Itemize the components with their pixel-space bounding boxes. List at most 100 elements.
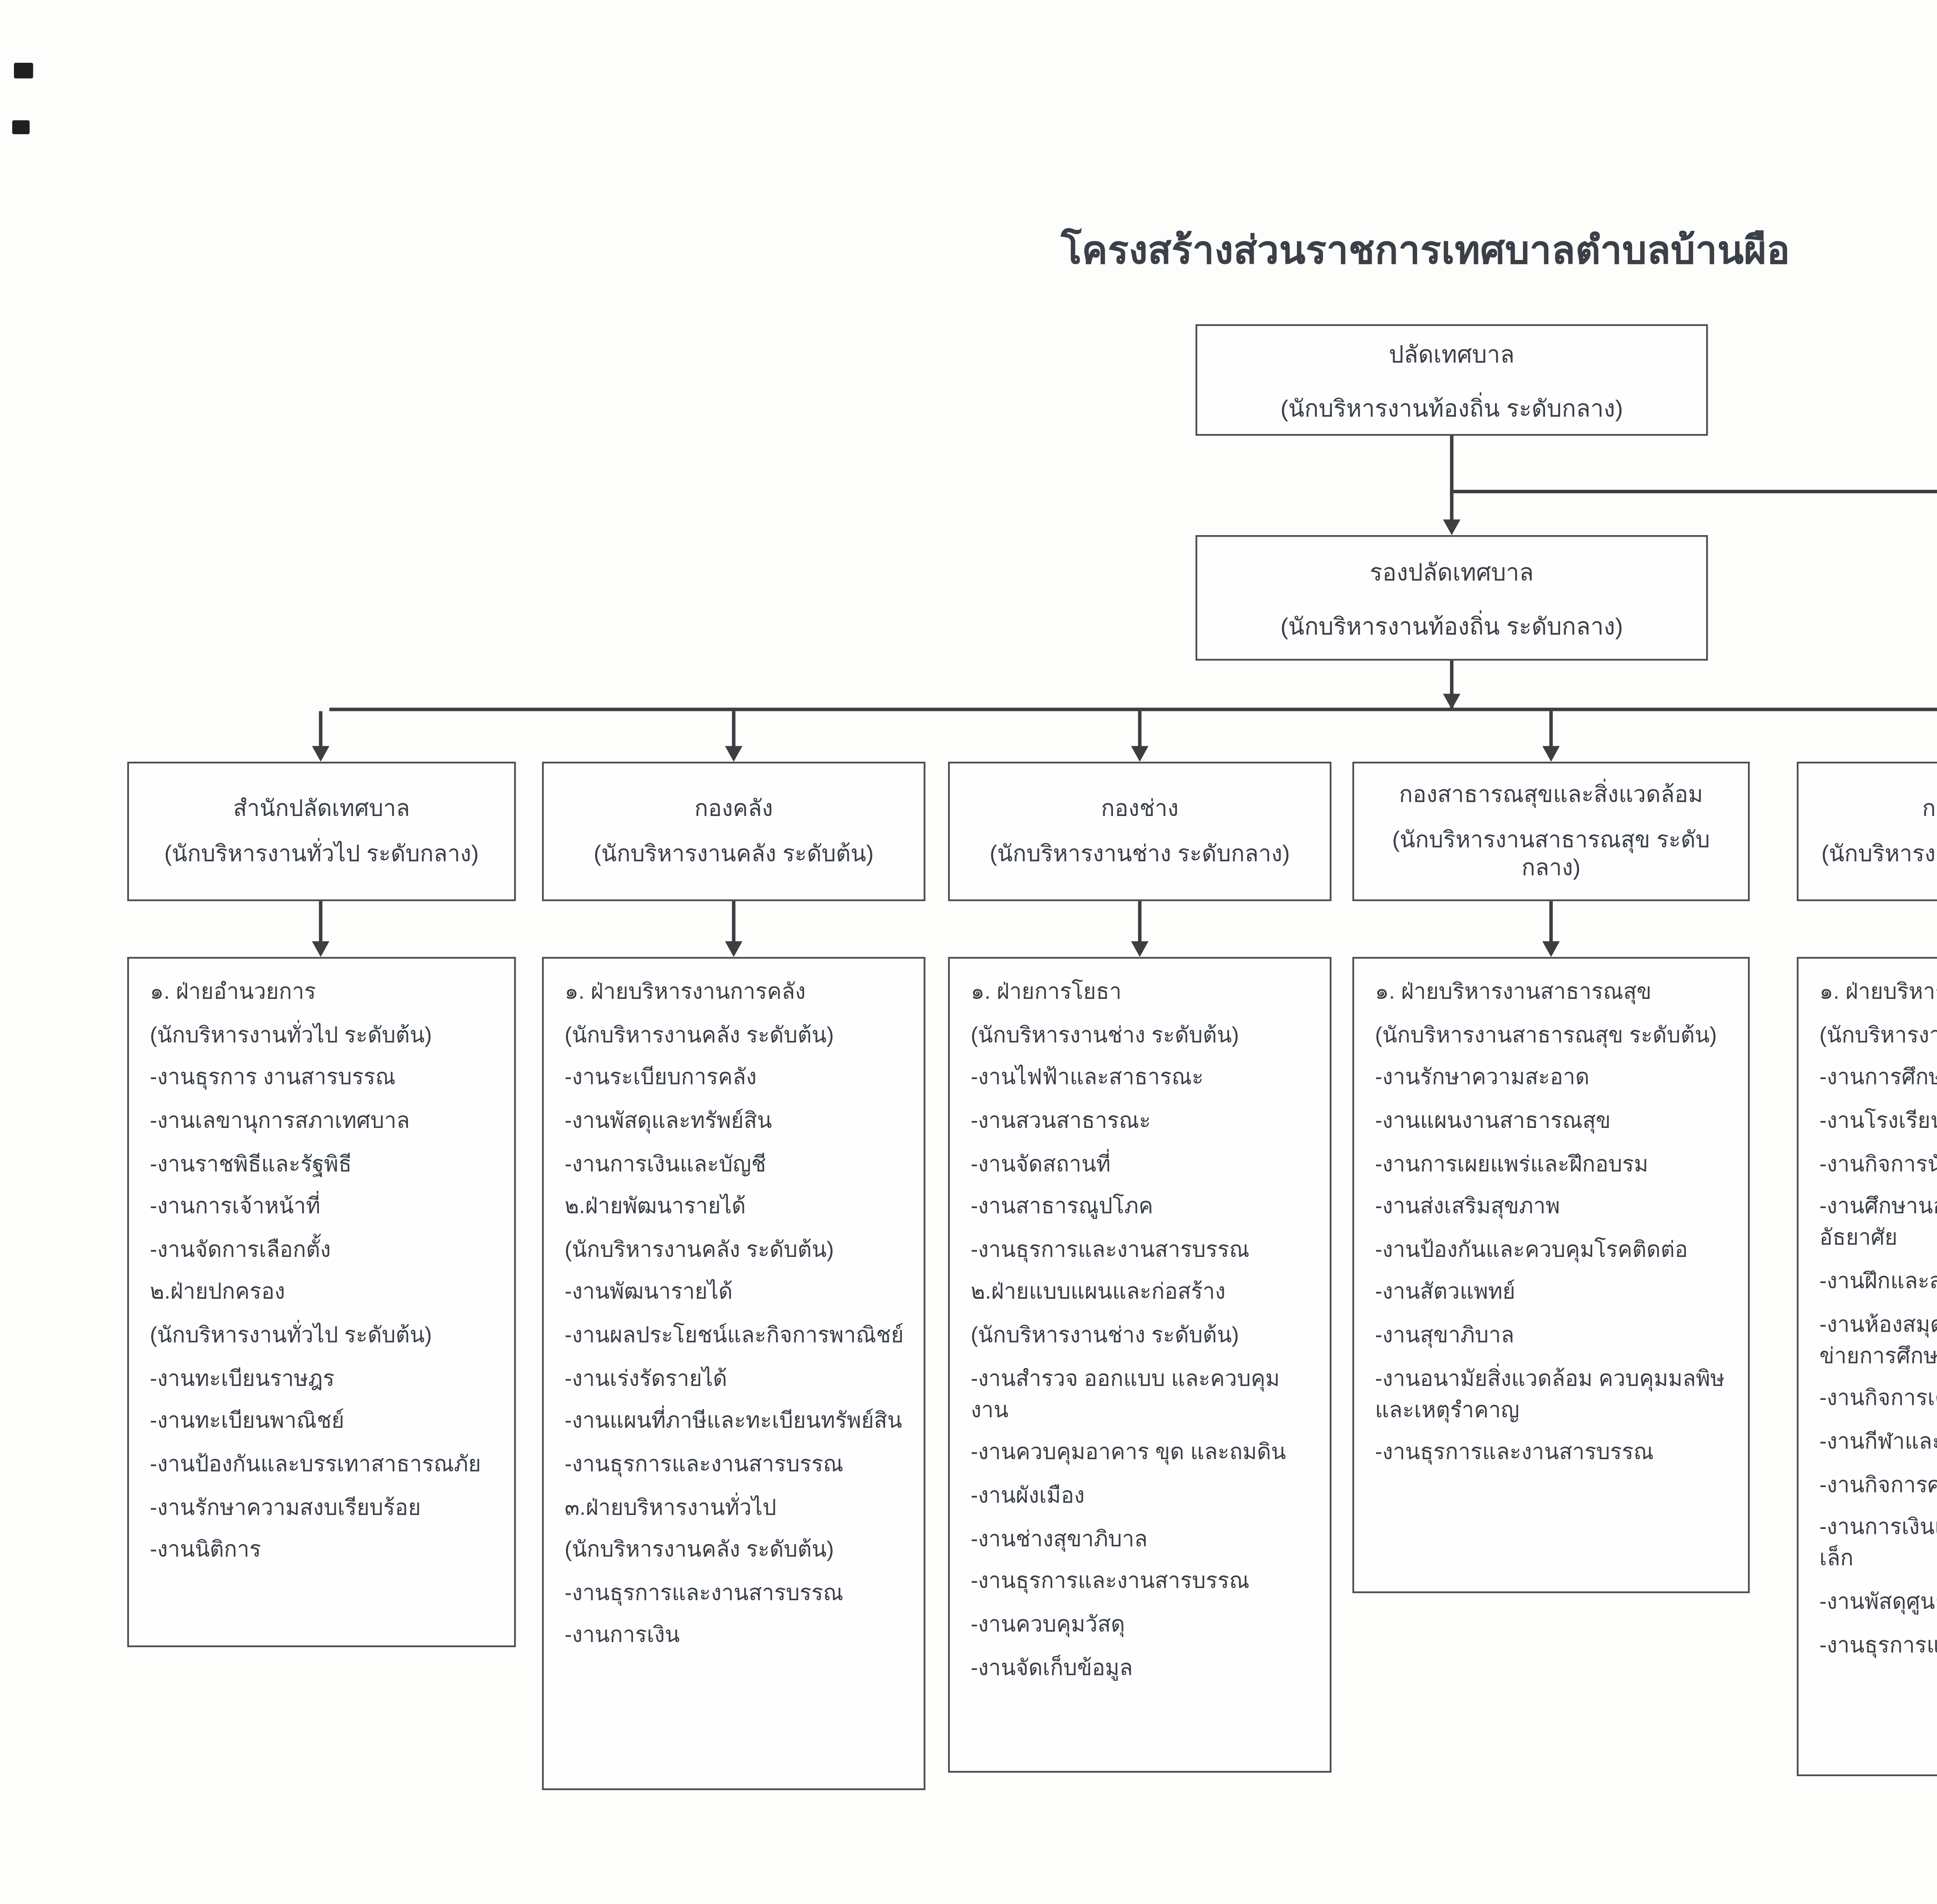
- arrowhead-down-icon: [312, 746, 330, 762]
- work-item: ๑. ฝ่ายบริหารงานการคลัง: [564, 980, 806, 1004]
- work-item: -งานป้องกันและบรรเทาสาธารณภัย: [150, 1451, 481, 1476]
- distribution-bar: [329, 708, 1937, 711]
- work-item: -งานพัฒนารายได้: [564, 1280, 733, 1305]
- work-item: ๑. ฝ่ายอำนวยการ: [150, 980, 316, 1004]
- work-item: -งานธุรการและงานสารบรรณ: [970, 1237, 1250, 1262]
- work-item: -งานราชพิธีและรัฐพิธี: [150, 1151, 352, 1176]
- work-item: -งานสวนสาธารณะ: [970, 1108, 1151, 1133]
- arrowhead-down-icon: [1131, 746, 1149, 762]
- arrowhead-down-icon: [1443, 519, 1460, 535]
- connector-bar-dept-3: [1138, 711, 1142, 750]
- connector-bar-dept-1: [319, 711, 323, 750]
- work-item: (นักบริหารงานทั่วไป ระดับต้น): [150, 1323, 432, 1348]
- dept-name: กองการศึกษา: [1922, 794, 1937, 821]
- work-item: -งานศึกษานอกระบบและตามอัธยาศัย: [1819, 1194, 1937, 1250]
- work-item: -งานธุรการ งานสารบรรณ: [150, 1065, 396, 1090]
- connector-dept3-detail: [1138, 901, 1142, 943]
- node-position: (นักบริหารงานท้องถิ่น ระดับกลาง): [1280, 613, 1623, 639]
- work-item: -งานสำรวจ ออกแบบ และควบคุมงาน: [970, 1366, 1280, 1422]
- work-item: -งานช่างสุขาภิบาล: [970, 1526, 1148, 1551]
- detail-education-division: ๑. ฝ่ายบริหารการศึกษา (นักบริหารงานการศึก…: [1797, 957, 1937, 1777]
- work-item: -งานจัดเก็บข้อมูล: [970, 1655, 1133, 1680]
- work-item: -งานการเงิน: [564, 1623, 680, 1648]
- work-item: -งานฝึกและส่งเสริมอาชีพ: [1819, 1269, 1937, 1293]
- connector-clerk-internal-audit: [1450, 490, 1937, 494]
- arrowhead-down-icon: [725, 746, 743, 762]
- connector-clerk-deputy: [1450, 436, 1454, 523]
- work-item: -งานพัสดุและทรัพย์สิน: [564, 1108, 772, 1133]
- work-item: -งานรักษาความสะอาด: [1375, 1065, 1590, 1090]
- work-item: -งานกิจการนักเรียน: [1819, 1151, 1937, 1176]
- work-item: -งานธุรการและงานสารบรรณ: [970, 1569, 1250, 1594]
- work-item: -งานผังเมือง: [970, 1483, 1085, 1508]
- node-name: ปลัดเทศบาล: [1389, 341, 1515, 367]
- dept-position: (นักบริหารงานสาธารณสุข ระดับกลาง): [1392, 826, 1710, 881]
- node-position: (นักบริหารงานท้องถิ่น ระดับกลาง): [1280, 394, 1623, 421]
- arrowhead-down-icon: [312, 941, 330, 957]
- node-name: รองปลัดเทศบาล: [1369, 558, 1534, 585]
- work-item: -งานทะเบียนราษฎร: [150, 1366, 335, 1391]
- work-item: -งานสาธารณูปโภค: [970, 1194, 1153, 1219]
- work-item: -งานธุรการและงานสารบรรณ: [564, 1580, 843, 1605]
- work-item: -งานสัตวแพทย์: [1375, 1280, 1516, 1305]
- work-item: -งานจัดการเลือกตั้ง: [150, 1237, 331, 1262]
- work-item: -งานกีฬาและนันทนาการ: [1819, 1429, 1937, 1454]
- dept-position: (นักบริหารงานการศึกษา ระดับต้น): [1821, 840, 1937, 866]
- work-item: ๑. ฝ่ายบริหารการศึกษา: [1819, 980, 1937, 1004]
- work-item: (นักบริหารงานคลัง ระดับต้น): [564, 1237, 834, 1262]
- arrowhead-down-icon: [1131, 941, 1149, 957]
- work-item: -งานการเผยแพร่และฝึกอบรม: [1375, 1151, 1648, 1176]
- dept-position: (นักบริหารงานทั่วไป ระดับกลาง): [164, 840, 479, 866]
- work-item: -งานสุขาภิบาล: [1375, 1323, 1514, 1348]
- work-item: -งานป้องกันและควบคุมโรคติดต่อ: [1375, 1237, 1688, 1262]
- work-item: (นักบริหารงานสาธารณสุข ระดับต้น): [1375, 1022, 1717, 1047]
- scan-artifact: [12, 120, 30, 134]
- work-item: (นักบริหารงานคลัง ระดับต้น): [564, 1022, 834, 1047]
- work-item: -งานผลประโยชน์และกิจการพาณิชย์: [564, 1323, 904, 1348]
- arrowhead-down-icon: [1542, 746, 1560, 762]
- work-item: -งานกิจการเด็กและเยาวชน: [1819, 1386, 1937, 1411]
- connector-deputy-bar: [1450, 660, 1454, 709]
- dept-education-division: กองการศึกษา (นักบริหารงานการศึกษา ระดับต…: [1797, 761, 1937, 901]
- work-item: -งานพัสดุศูนย์พัฒนาเด็กเล็ก: [1819, 1589, 1937, 1614]
- work-item: -งานควบคุมวัสดุ: [970, 1612, 1125, 1637]
- work-item: -งานธุรการและงานสารบรรณ: [1375, 1440, 1654, 1465]
- work-item: -งานการเงินและบัญชี: [564, 1151, 766, 1176]
- work-item: -งานทะเบียนพาณิชย์: [150, 1408, 344, 1433]
- work-item: -งานควบคุมอาคาร ขุด และถมดิน: [970, 1440, 1286, 1465]
- node-deputy-municipal-clerk: รองปลัดเทศบาล (นักบริหารงานท้องถิ่น ระดั…: [1196, 535, 1708, 661]
- arrowhead-down-icon: [1443, 694, 1460, 709]
- arrowhead-down-icon: [725, 941, 743, 957]
- node-municipal-clerk: ปลัดเทศบาล (นักบริหารงานท้องถิ่น ระดับกล…: [1196, 324, 1708, 436]
- work-item: (นักบริหารงานการศึกษา ระดับต้น): [1819, 1022, 1937, 1047]
- work-item: -งานไฟฟ้าและสาธารณะ: [970, 1065, 1204, 1090]
- work-item: -งานเร่งรัดรายได้: [564, 1366, 727, 1391]
- work-item: -งานอนามัยสิ่งแวดล้อม ควบคุมมลพิษ และเหต…: [1375, 1366, 1725, 1422]
- work-item: -งานนิติการ: [150, 1537, 261, 1562]
- dept-public-works-division: กองช่าง (นักบริหารงานช่าง ระดับกลาง): [948, 761, 1331, 901]
- work-item: ๑. ฝ่ายการโยธา: [970, 980, 1122, 1004]
- work-item: -งานรักษาความสงบเรียบร้อย: [150, 1494, 421, 1519]
- dept-name: กองสาธารณสุขและสิ่งแวดล้อม: [1399, 780, 1703, 807]
- dept-office-of-municipal-clerk: สำนักปลัดเทศบาล (นักบริหารงานทั่วไป ระดั…: [127, 761, 516, 901]
- detail-office-of-municipal-clerk: ๑. ฝ่ายอำนวยการ (นักบริหารงานทั่วไป ระดับ…: [127, 957, 516, 1647]
- detail-public-works-division: ๑. ฝ่ายการโยธา (นักบริหารงานช่าง ระดับต้น…: [948, 957, 1331, 1773]
- dept-position: (นักบริหารงานช่าง ระดับกลาง): [989, 840, 1290, 866]
- work-item: -งานธุรการและงานสารบรรณ: [564, 1451, 843, 1476]
- work-item: -งานแผนงานสาธารณสุข: [1375, 1108, 1611, 1133]
- work-item: (นักบริหารงานช่าง ระดับต้น): [970, 1022, 1239, 1047]
- work-item: (นักบริหารงานคลัง ระดับต้น): [564, 1537, 834, 1562]
- work-item: -งานกิจการศาสนา: [1819, 1472, 1937, 1497]
- dept-public-health-environment-division: กองสาธารณสุขและสิ่งแวดล้อม (นักบริหารงาน…: [1352, 761, 1750, 901]
- work-item: ๑. ฝ่ายบริหารงานสาธารณสุข: [1375, 980, 1651, 1004]
- connector-bar-dept-4: [1549, 711, 1553, 750]
- connector-dept2-detail: [732, 901, 736, 943]
- detail-finance-division: ๑. ฝ่ายบริหารงานการคลัง (นักบริหารงานคลัง…: [542, 957, 925, 1790]
- dept-position: (นักบริหารงานคลัง ระดับต้น): [593, 840, 874, 866]
- work-item: (นักบริหารงานทั่วไป ระดับต้น): [150, 1022, 432, 1047]
- arrowhead-down-icon: [1542, 941, 1560, 957]
- page-title: โครงสร้างส่วนราชการเทศบาลตำบลบ้านผือ: [1061, 228, 1790, 272]
- work-item: -งานเลขานุการสภาเทศบาล: [150, 1108, 410, 1133]
